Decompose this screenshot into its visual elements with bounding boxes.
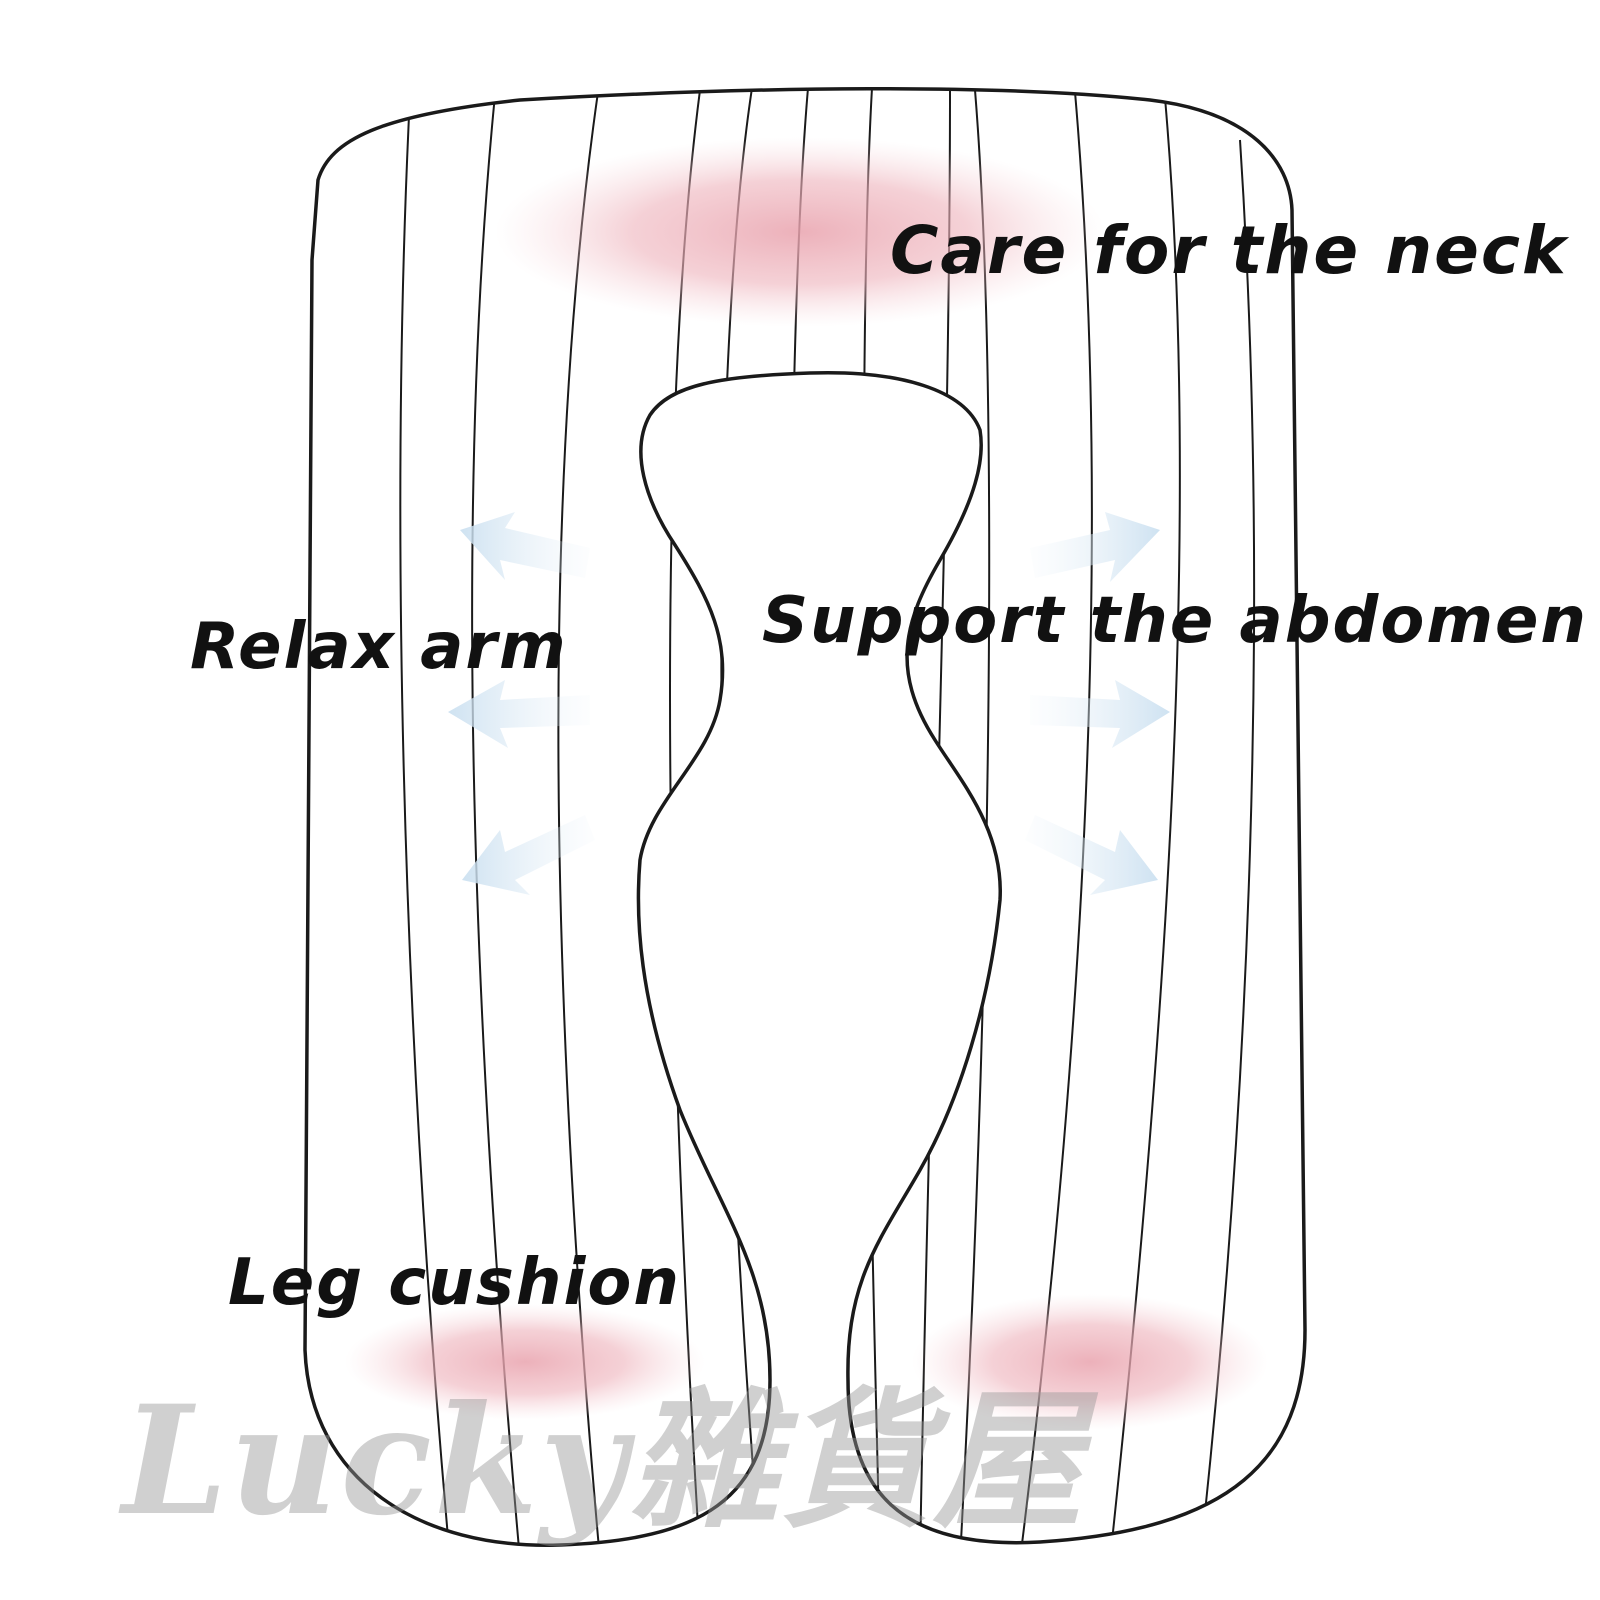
neck-label: Care for the neck [890,212,1568,289]
left-arrow-icon [460,512,590,580]
left-leg-pressure-zone [345,1304,705,1420]
right-arrow-icon [1030,680,1170,748]
watermark-logo: Lucky雜貨屋 [122,1373,1085,1549]
leg-label: Leg cushion [228,1246,681,1320]
left-arrows [448,512,595,895]
right-leg-pressure-zone [912,1294,1268,1430]
arm-label: Relax arm [190,610,568,684]
pillow-outline [303,87,1307,1547]
right-arrows [1025,512,1170,895]
abdomen-label: Support the abdomen [762,584,1588,658]
left-arrow-icon [462,815,595,895]
left-arrow-icon [448,680,590,748]
neck-pressure-zone [495,137,1105,327]
right-arrow-icon [1025,815,1158,895]
right-arrow-icon [1030,512,1160,582]
